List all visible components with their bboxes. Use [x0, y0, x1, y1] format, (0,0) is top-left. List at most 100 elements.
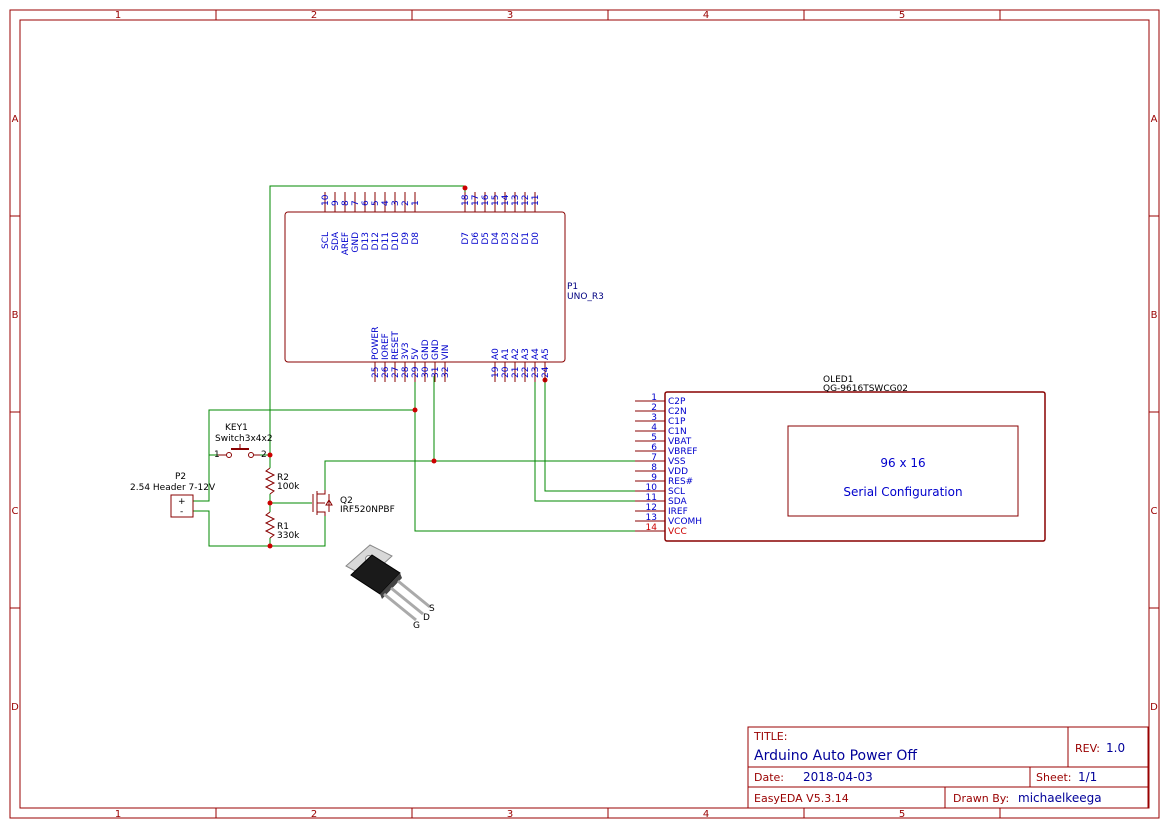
to220-label-d: D: [423, 613, 430, 623]
uno-top-pins: 10SCL9SDA8AREF7GND6D135D124D113D102D91D8…: [321, 192, 541, 255]
uno-pin-number: 20: [501, 366, 511, 378]
uno-pin-number: 19: [491, 366, 501, 378]
to220-body-side: [380, 573, 402, 599]
row-label-left: C: [12, 506, 19, 517]
oled-ref: OLED1: [823, 375, 853, 385]
wire-5v-loop: [208, 409, 415, 455]
uno-pin-number: 11: [531, 195, 541, 206]
p2-minus: -: [180, 507, 183, 517]
oled-part[interactable]: OLED1 QG-9616TSWCG02 96 x 16 Serial Conf…: [635, 375, 1046, 542]
uno-pin-name: A0: [491, 348, 501, 360]
key1-switch[interactable]: KEY1 Switch3x4x2 1 2: [214, 423, 273, 460]
key1-pin2: 2: [261, 450, 267, 460]
uno-r3-part[interactable]: P1 UNO_R3 10SCL9SDA8AREF7GND6D135D124D11…: [284, 192, 604, 382]
uno-pin-name: GND: [421, 339, 431, 360]
uno-pin-number: 16: [481, 194, 491, 206]
key1-contact-left: [226, 452, 232, 458]
uno-bottom-pins: 25POWER26IOREF27RESET283V3295V30GND31GND…: [371, 327, 551, 382]
uno-pin-number: 7: [351, 200, 361, 206]
wire-d7-top: [269, 185, 465, 455]
p2-ref: P2: [175, 472, 186, 482]
r2-ref: R2: [277, 473, 289, 483]
oled-pin-name: SCL: [668, 487, 685, 497]
oled-pin-number: 1: [651, 393, 657, 403]
title-block: TITLE: Arduino Auto Power Off REV: 1.0 D…: [747, 726, 1149, 809]
oled-pin-number: 14: [646, 523, 658, 533]
column-label-bottom: 3: [507, 809, 513, 820]
uno-pin-number: 9: [331, 200, 341, 206]
junction-dot: [462, 185, 468, 191]
uno-pin-name: D2: [511, 232, 521, 245]
oled-pin-number: 7: [651, 453, 657, 463]
r1-resistor[interactable]: R1 330k: [264, 511, 300, 541]
r1-value: 330k: [277, 531, 300, 541]
junction-dot: [431, 458, 437, 464]
oled-pin-name: C2N: [668, 407, 687, 417]
oled-pin-name: RES#: [668, 477, 693, 487]
wire-a5-scl: [544, 376, 640, 492]
wire-a4-sda: [534, 376, 640, 502]
oled-pin-name: VDD: [668, 467, 688, 477]
uno-pin-number: 21: [511, 367, 521, 378]
q2-mosfet[interactable]: Q2 IRF520NPBF: [312, 490, 395, 516]
key1-contact-right: [248, 452, 254, 458]
uno-pin-name: GND: [351, 232, 361, 253]
uno-pin-name: A3: [521, 348, 531, 360]
wire-p2-plus: [193, 454, 218, 502]
uno-pin-name: D6: [471, 232, 481, 245]
q2-ref: Q2: [340, 496, 353, 506]
uno-pin-number: 24: [541, 366, 551, 378]
oled-pin-number: 8: [651, 463, 657, 473]
uno-pin-name: D5: [481, 232, 491, 245]
wires: [193, 185, 640, 547]
uno-pin-name: D4: [491, 232, 501, 245]
q2-value: IRF520NPBF: [340, 505, 395, 515]
uno-pin-number: 22: [521, 367, 531, 378]
p2-header[interactable]: P2 2.54 Header 7-12V + -: [130, 472, 216, 518]
oled-pin-number: 4: [651, 423, 657, 433]
column-label-bottom: 5: [899, 809, 905, 820]
uno-value: UNO_R3: [567, 292, 604, 302]
drawn-by-label: Drawn By:: [953, 792, 1009, 805]
uno-pin-number: 23: [531, 367, 541, 378]
uno-pin-number: 28: [401, 366, 411, 378]
oled-pin-number: 5: [651, 433, 657, 443]
column-label-top: 3: [507, 10, 513, 21]
uno-pin-number: 8: [341, 200, 351, 206]
uno-pin-number: 5: [371, 200, 381, 206]
uno-pin-number: 18: [461, 194, 471, 206]
row-label-right: B: [1151, 310, 1158, 321]
column-label-top: 5: [899, 10, 905, 21]
r2-resistor[interactable]: R2 100k: [264, 467, 300, 495]
oled-body: [664, 391, 1046, 542]
uno-pin-number: 29: [411, 366, 421, 378]
oled-pin-name: C1P: [668, 417, 686, 427]
rev-label: REV:: [1075, 742, 1100, 755]
to220-package-image: G D S: [345, 544, 435, 631]
uno-pin-number: 17: [471, 195, 481, 206]
uno-pin-name: D13: [361, 232, 371, 250]
column-label-top: 4: [703, 10, 709, 21]
oled-display-mode: Serial Configuration: [843, 485, 962, 499]
uno-pin-name: A4: [531, 348, 541, 360]
uno-pin-name: D9: [401, 232, 411, 245]
column-label-bottom: 1: [115, 809, 121, 820]
uno-pin-name: RESET: [391, 331, 401, 360]
key1-ref: KEY1: [225, 423, 248, 433]
wire-p2-minus: [193, 510, 326, 547]
oled-pin-name: VBREF: [668, 447, 697, 457]
oled-pin-name: SDA: [668, 497, 687, 507]
uno-pin-name: A2: [511, 348, 521, 360]
uno-pin-name: SCL: [321, 232, 331, 249]
row-label-right: A: [1151, 114, 1158, 125]
to220-lead-g: [383, 592, 417, 622]
oled-display-area: [787, 425, 1019, 517]
oled-pin-name: IREF: [668, 507, 688, 517]
uno-pin-name: D1: [521, 232, 531, 245]
uno-pin-name: D0: [531, 232, 541, 245]
row-label-right: C: [1151, 506, 1158, 517]
uno-pin-number: 14: [501, 194, 511, 206]
uno-pin-name: D3: [501, 232, 511, 245]
